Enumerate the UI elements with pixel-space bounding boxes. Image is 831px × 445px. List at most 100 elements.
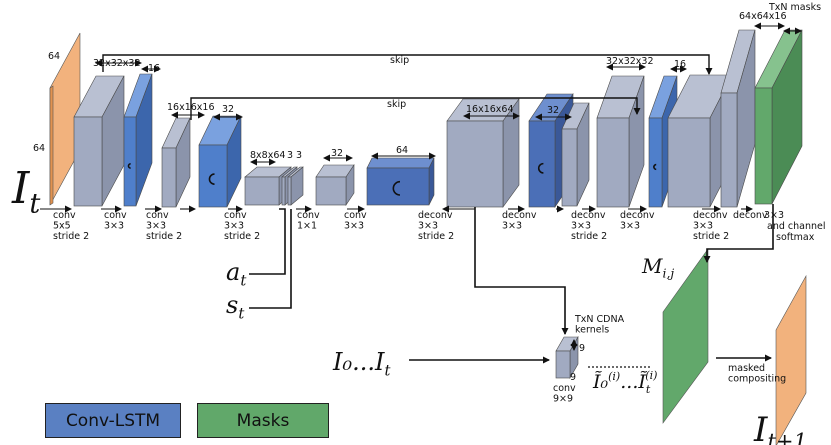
op-o10-line0: deconv — [620, 210, 655, 221]
dim-l4: 32 — [222, 104, 234, 115]
op-o11-line1: 3×3 — [693, 221, 713, 232]
op-cdna-conv-line0: conv — [553, 383, 576, 394]
dim-l8: 64 — [396, 145, 408, 156]
block-masks-front — [754, 87, 773, 205]
legend-masks: Masks — [197, 403, 329, 438]
op-o12-line3: softmax — [776, 232, 815, 243]
mask-stack-slab-face — [662, 248, 709, 424]
block-lstm3 — [366, 157, 435, 206]
op-o2-line1: 3×3 — [104, 221, 124, 232]
dim-masks-top: TxN masks — [768, 2, 821, 13]
block-conv2-front — [161, 147, 177, 208]
op-o6-line0: conv — [344, 210, 367, 221]
op-o4-line1: 3×3 — [224, 221, 244, 232]
op-o4-line0: conv — [224, 210, 247, 221]
block-lstm1-lstm-icon — [127, 162, 131, 169]
output-frame-slab — [775, 274, 807, 445]
math-input-frame: It — [11, 163, 40, 220]
block-conv4 — [315, 164, 355, 206]
block-deconv3-front — [596, 117, 630, 208]
block-deconv1 — [446, 98, 520, 208]
math-transformed-part-3: t — [646, 383, 651, 396]
line-st — [249, 209, 292, 309]
block-conv4-front — [315, 176, 347, 206]
math-output-frame-base: I — [753, 410, 768, 445]
op-cdna-conv-line1: 9×9 — [553, 394, 573, 405]
block-lstm3-front — [366, 167, 430, 206]
dim-l10: 32 — [547, 105, 559, 116]
block-deconv5-front — [720, 92, 738, 208]
block-lstm1-front — [123, 116, 137, 207]
op-o8-line0: deconv — [502, 210, 537, 221]
mask-stack-slab — [662, 248, 709, 424]
op-o1-line1: 5x5 — [53, 221, 71, 232]
op-o8-line1: 3×3 — [502, 221, 522, 232]
math-mask: Mi,j — [641, 254, 674, 280]
block-conv1 — [73, 75, 125, 207]
dim-l6b: 3 — [296, 150, 302, 161]
op-o3-line1: 3×3 — [146, 221, 166, 232]
dim-l12: 16 — [674, 59, 686, 70]
block-conv1-front — [73, 116, 103, 207]
block-deconv4-front — [667, 117, 711, 208]
block-lstm5-front — [648, 117, 663, 208]
block-lstm5-lstm-icon — [653, 163, 657, 171]
math-input-frame-sub: t — [29, 189, 40, 220]
op-masked-line0: masked — [728, 363, 765, 374]
op-o9-line1: 3×3 — [571, 221, 591, 232]
math-state-sub: t — [238, 304, 244, 322]
math-previous-frames: I₀...It — [332, 348, 390, 379]
op-o12-extra: 3×3 — [764, 210, 784, 221]
op-o1-line0: conv — [53, 210, 76, 221]
block-lstm2-front — [198, 144, 228, 208]
math-input-frame-base: I — [11, 163, 31, 214]
math-transformed-part-2: ...Ĩ — [620, 371, 647, 393]
block-deconv2 — [561, 102, 590, 207]
op-o6-line1: 3×3 — [344, 221, 364, 232]
dim-l3: 16x16x16 — [167, 102, 215, 113]
block-conv3c-front — [287, 176, 292, 206]
math-state: st — [226, 291, 244, 322]
dim-cdna-9a: 9 — [579, 343, 585, 354]
op-o2-line0: conv — [104, 210, 127, 221]
dim-l1: 32x32x32 — [93, 58, 141, 69]
op-o7-line0: deconv — [418, 210, 453, 221]
line-at — [249, 208, 286, 275]
math-action-sub: t — [240, 271, 246, 289]
dim-l6a: 3 — [287, 150, 293, 161]
math-state-base: s — [226, 291, 238, 319]
math-previous-frames-sub: t — [384, 361, 390, 379]
dim-l2: 16 — [148, 63, 160, 74]
op-o12-line2: and channel — [767, 221, 825, 232]
cdna-label-line0: TxN CDNA — [574, 314, 625, 325]
block-conv2 — [161, 117, 191, 208]
block-lstm4-front — [528, 120, 556, 208]
op-o9-line0: deconv — [571, 210, 606, 221]
dim-l7: 32 — [331, 148, 343, 159]
op-o7-line1: 3×3 — [418, 221, 438, 232]
math-previous-frames-base: I₀...I — [332, 348, 385, 376]
line-to-masks — [703, 204, 774, 263]
block-deconv3 — [596, 75, 645, 208]
op-o11-line2: stride 2 — [693, 231, 729, 242]
op-masked-line1: compositing — [728, 374, 786, 385]
block-conv3b-front — [281, 176, 286, 206]
op-o12-line0: deconv — [733, 210, 768, 221]
block-lstm3-top — [366, 157, 435, 169]
block-conv3c — [287, 166, 304, 206]
dim-l5: 8x8x64 — [250, 150, 285, 161]
math-transformed-part-4: (i) — [645, 369, 657, 382]
block-cdna-kernels-front — [555, 350, 571, 379]
op-o10-line1: 3×3 — [620, 221, 640, 232]
op-o5-line0: conv — [297, 210, 320, 221]
block-deconv5 — [720, 29, 756, 208]
op-o3-line0: conv — [146, 210, 169, 221]
dim-l11: 32x32x32 — [606, 56, 654, 67]
line-to-cdna — [474, 207, 569, 335]
legend-conv-lstm-label: Conv-LSTM — [65, 410, 161, 431]
block-lstm3-lstm-icon — [392, 180, 401, 196]
math-transformed: Ĩ₀(i)...Ĩt(i) — [592, 369, 657, 396]
block-deconv1-front — [446, 120, 504, 208]
input-frame-slab-edge — [49, 85, 54, 206]
